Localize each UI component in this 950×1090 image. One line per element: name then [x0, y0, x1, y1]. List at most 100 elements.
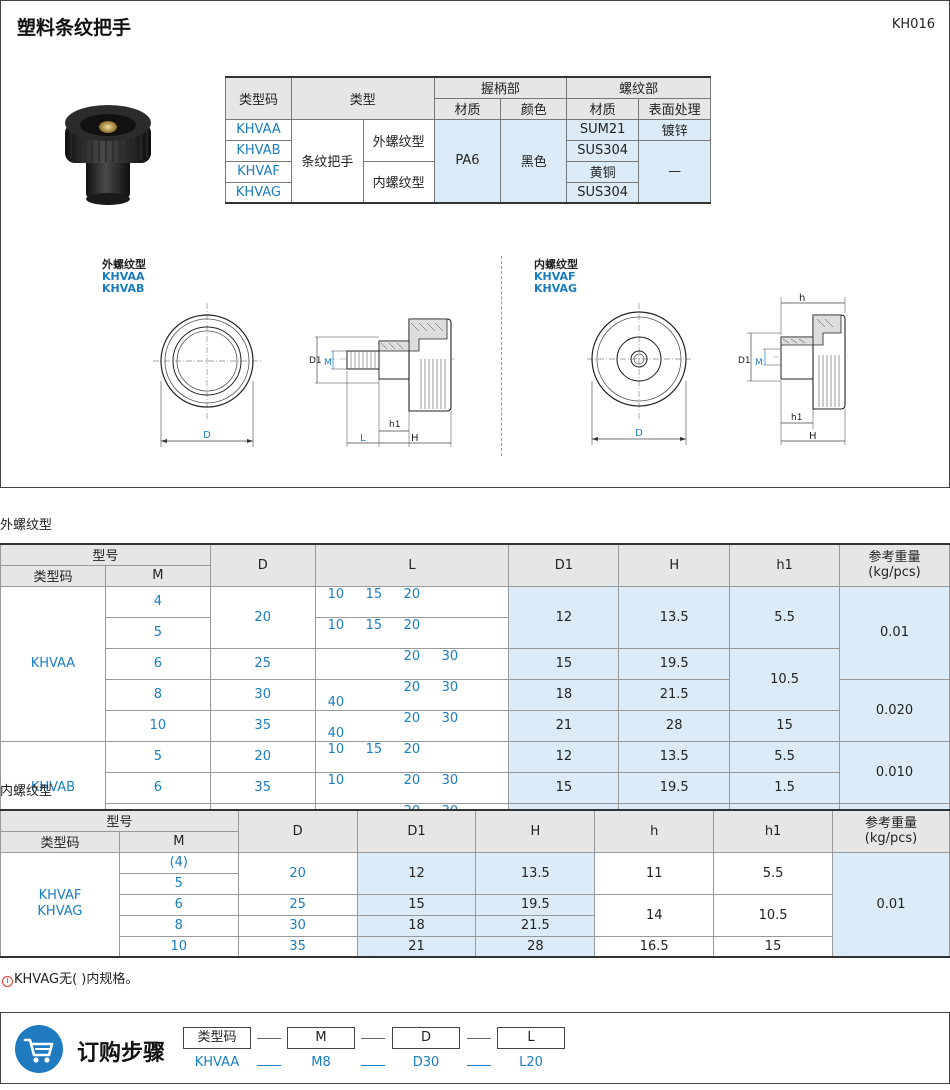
- step-m-box: M: [287, 1027, 355, 1049]
- thread-material-cell: SUM21: [566, 118, 640, 141]
- step-type-code-value: KHVAA: [194, 1055, 240, 1070]
- step-m-value: M8: [311, 1055, 331, 1070]
- shopping-cart-icon: [15, 1025, 63, 1073]
- h1-cell: 5.5: [713, 851, 833, 895]
- header-type-code: 类型码: [0, 564, 106, 587]
- d-cell: 35: [209, 771, 316, 804]
- step-d-box: D: [392, 1027, 460, 1049]
- weight-cell: 0.020: [839, 678, 950, 742]
- header-h: H: [475, 809, 596, 853]
- h-cell: 28: [618, 709, 731, 742]
- d1-cell: 15: [356, 893, 477, 916]
- weight-cell: 0.01: [832, 851, 950, 958]
- ext-front-view-drawing: D: [153, 303, 261, 447]
- header-h1: h1: [729, 543, 841, 587]
- h-cell: 13.5: [618, 740, 731, 773]
- thread-material-cell: SUS304: [566, 181, 640, 204]
- step-connector: [257, 1038, 281, 1039]
- d1-cell: 12: [356, 851, 477, 895]
- header-d: D: [209, 543, 316, 587]
- header-d1: D1: [508, 543, 620, 587]
- h1-cell: 5.5: [729, 585, 841, 649]
- step-connector: [361, 1065, 385, 1066]
- table-row: 6 25 15 19.5 14 10.5: [1, 893, 950, 937]
- d-cell: 30: [209, 678, 316, 711]
- weight-cell: 0.01: [839, 585, 950, 680]
- header-weight: 参考重量 (kg/pcs): [832, 809, 950, 853]
- header-h-small: h: [594, 809, 715, 853]
- ext-side-view-drawing: D1 M L h1 H: [309, 318, 455, 447]
- step-l-box: L: [497, 1027, 565, 1049]
- header-type-code: 类型码: [0, 830, 120, 853]
- header-thread: 螺纹部: [566, 76, 711, 99]
- h-cell: 21.5: [618, 678, 731, 711]
- int-diagram-label: 内螺纹型 KHVAF KHVAG: [534, 259, 578, 295]
- d-cell: 30: [237, 914, 358, 937]
- d-cell: 35: [209, 709, 316, 742]
- ext-diagram-title: 外螺纹型: [102, 258, 146, 271]
- header-type-code: 类型码: [225, 76, 292, 120]
- dim-M: M: [755, 358, 763, 368]
- d1-cell: 15: [508, 771, 620, 804]
- d-cell: 20: [209, 740, 316, 773]
- h-cell: 13.5: [475, 851, 596, 895]
- dim-H: H: [411, 433, 419, 444]
- header-thread-material: 材质: [566, 97, 640, 120]
- dim-D: D: [203, 430, 211, 441]
- header-d: D: [237, 809, 358, 853]
- h-cell: 19.5: [475, 893, 596, 916]
- h-small-cell: 14: [594, 893, 715, 937]
- header-m: M: [118, 830, 239, 853]
- product-code: KH016: [891, 17, 935, 32]
- h-small-cell: 11: [594, 851, 715, 895]
- int-diagram-code: KHVAG: [534, 282, 578, 295]
- int-section-title: 内螺纹型: [0, 784, 53, 799]
- h-cell: 19.5: [618, 647, 731, 680]
- m-cell: 6: [104, 771, 211, 804]
- h1-cell: 15: [729, 709, 841, 742]
- product-overview-panel: 塑料条纹把手 KH016 类型码 类型 握柄部 螺纹部: [0, 0, 950, 488]
- diagram-divider: [501, 256, 502, 456]
- thread-material-cell: SUS304: [566, 139, 640, 162]
- m-cell: 6: [118, 893, 239, 916]
- grip-material-cell: PA6: [433, 118, 502, 204]
- int-diagram-title: 内螺纹型: [534, 258, 578, 271]
- page-title: 塑料条纹把手: [17, 17, 132, 39]
- header-model: 型号: [0, 809, 239, 832]
- step-connector: [257, 1065, 281, 1066]
- type-code-cell: KHVAG: [225, 181, 292, 204]
- type-code-cell: KHVAF: [225, 160, 292, 183]
- int-diagram-code: KHVAF: [534, 270, 576, 283]
- type-code-cell: KHVAA: [225, 118, 292, 141]
- header-h: H: [618, 543, 731, 587]
- step-l-value: L20: [519, 1055, 543, 1070]
- header-surface: 表面处理: [638, 97, 711, 120]
- d-cell: 20: [209, 585, 316, 649]
- group-code-cell: KHVAA: [0, 585, 106, 742]
- type-code-cell: KHVAB: [225, 139, 292, 162]
- dim-h1: h1: [389, 420, 400, 430]
- m-cell: 8: [118, 914, 239, 937]
- dim-h1: h1: [791, 413, 802, 423]
- table-row: KHVAF KHVAG (4) 20 12 13.5 11 5.5 0.01: [0, 851, 950, 958]
- header-model: 型号: [0, 543, 211, 566]
- order-steps-panel: 订购步骤 类型码 KHVAA M M8 D D30 L L20: [0, 1012, 950, 1084]
- dim-M: M: [324, 358, 332, 368]
- header-grip-material: 材质: [433, 97, 502, 120]
- d1-cell: 18: [356, 914, 477, 937]
- d1-cell: 21: [508, 709, 620, 742]
- m-cell: 5: [118, 872, 239, 895]
- h-cell: 21.5: [475, 914, 596, 937]
- dim-D: D: [635, 428, 643, 439]
- dim-h: h: [799, 293, 805, 304]
- step-connector: [361, 1038, 385, 1039]
- ext-section-title: 外螺纹型: [0, 518, 53, 533]
- d1-cell: 15: [508, 647, 620, 680]
- weight-cell: 0.010: [839, 740, 950, 804]
- d1-cell: 12: [508, 585, 620, 649]
- header-type: 类型: [290, 76, 435, 120]
